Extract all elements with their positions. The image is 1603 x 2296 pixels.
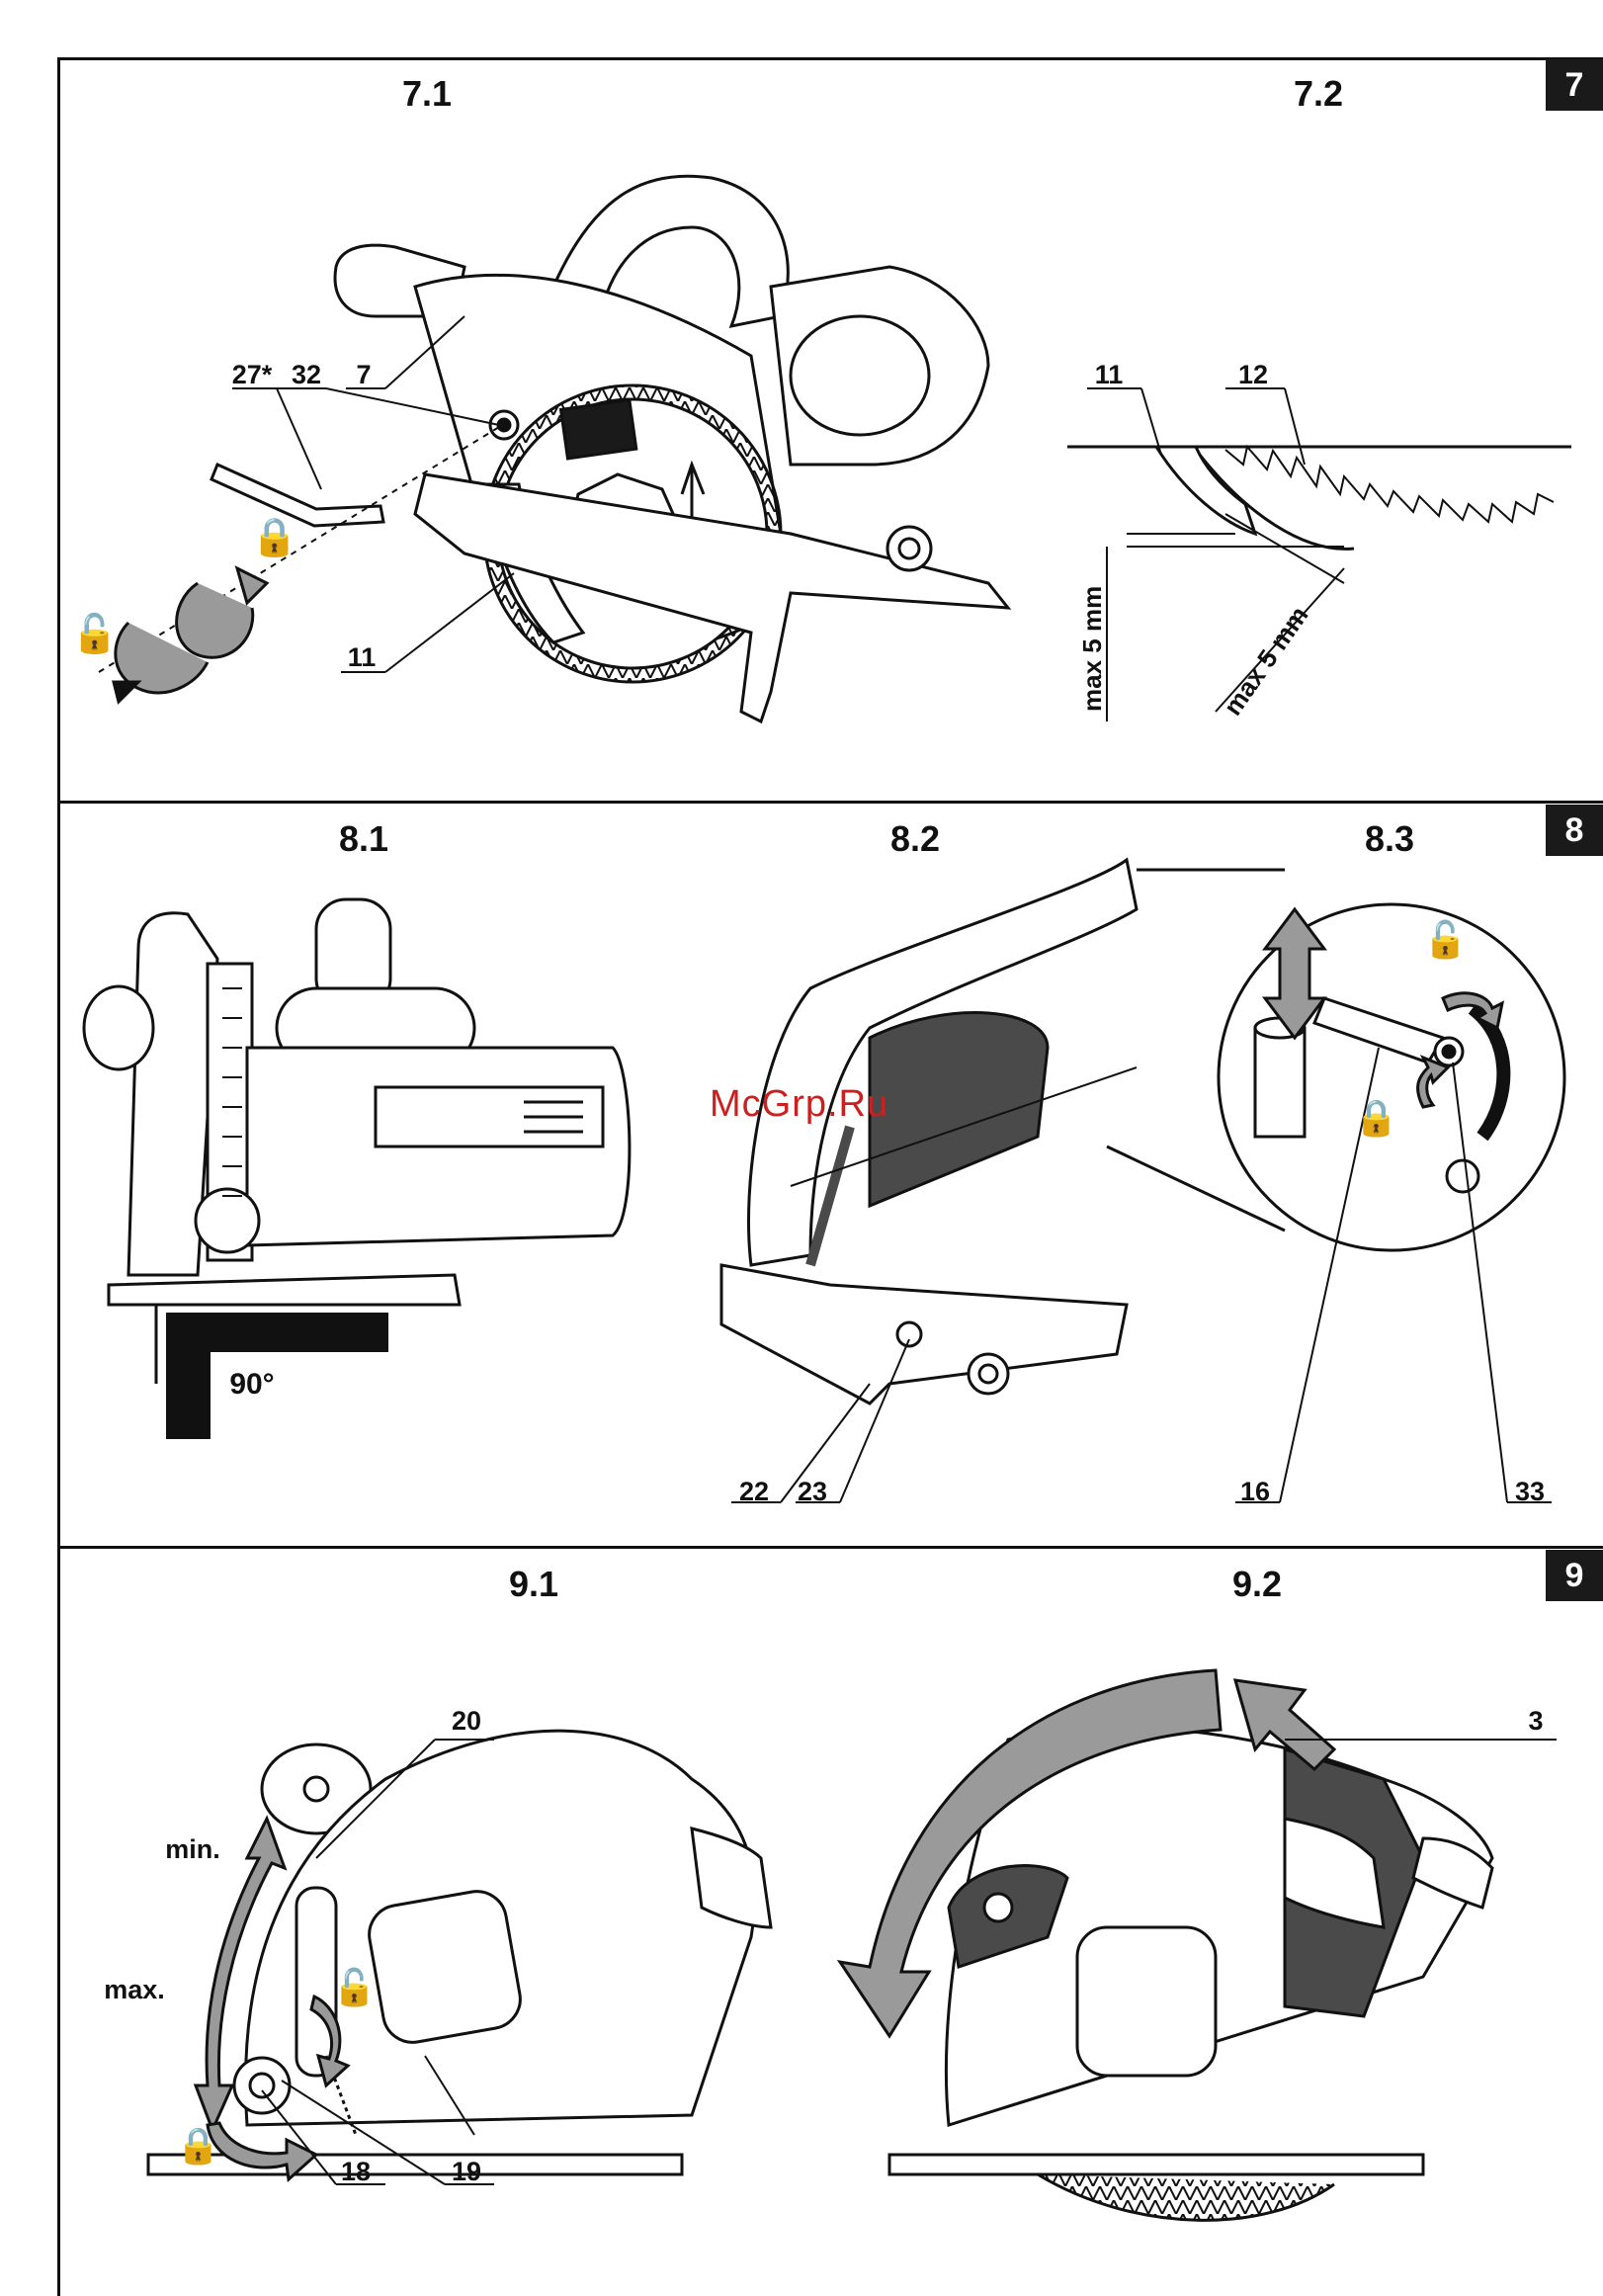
callout-20: 20 bbox=[452, 1706, 481, 1737]
callout-11: 11 bbox=[348, 642, 377, 673]
fig72-clearance-drawing bbox=[1067, 447, 1571, 722]
rotation-arrows-71 bbox=[114, 568, 267, 702]
callout-11-72: 11 bbox=[1095, 360, 1124, 390]
lock-icon: 🔒 bbox=[251, 516, 297, 559]
callout-22: 22 bbox=[739, 1477, 769, 1507]
dim-max-5mm-vertical: max 5 mm bbox=[1077, 586, 1108, 712]
fig83-detail-circle bbox=[1107, 870, 1564, 1250]
lock-icon: 🔒 bbox=[1354, 1097, 1398, 1139]
fig82-angled-view bbox=[721, 860, 1137, 1403]
label-max: max. bbox=[104, 1975, 165, 2005]
callout-18: 18 bbox=[341, 2157, 371, 2187]
unlock-icon: 🔓 bbox=[332, 1967, 377, 2008]
unlock-icon: 🔓 bbox=[1423, 919, 1468, 961]
callout-23: 23 bbox=[798, 1477, 827, 1507]
fig91-depth-adjust bbox=[148, 1731, 771, 2174]
callout-16: 16 bbox=[1240, 1477, 1270, 1507]
unlock-icon: 🔓 bbox=[71, 613, 118, 656]
lock-icon: 🔒 bbox=[176, 2125, 220, 2167]
watermark: McGrp.Ru bbox=[710, 1083, 888, 1126]
callout-19: 19 bbox=[452, 2157, 481, 2187]
callout-12: 12 bbox=[1238, 360, 1268, 390]
label-min: min. bbox=[165, 1834, 220, 1865]
angle-90-label: 90° bbox=[229, 1368, 274, 1402]
callout-3: 3 bbox=[1528, 1706, 1543, 1737]
callout-7: 7 bbox=[356, 360, 371, 390]
fig71-saw-drawing bbox=[335, 176, 1008, 722]
callout-33: 33 bbox=[1515, 1477, 1545, 1507]
callout-27: 27* bbox=[232, 360, 273, 390]
callout-32: 32 bbox=[292, 360, 321, 390]
fig81-side-view bbox=[84, 899, 630, 1305]
